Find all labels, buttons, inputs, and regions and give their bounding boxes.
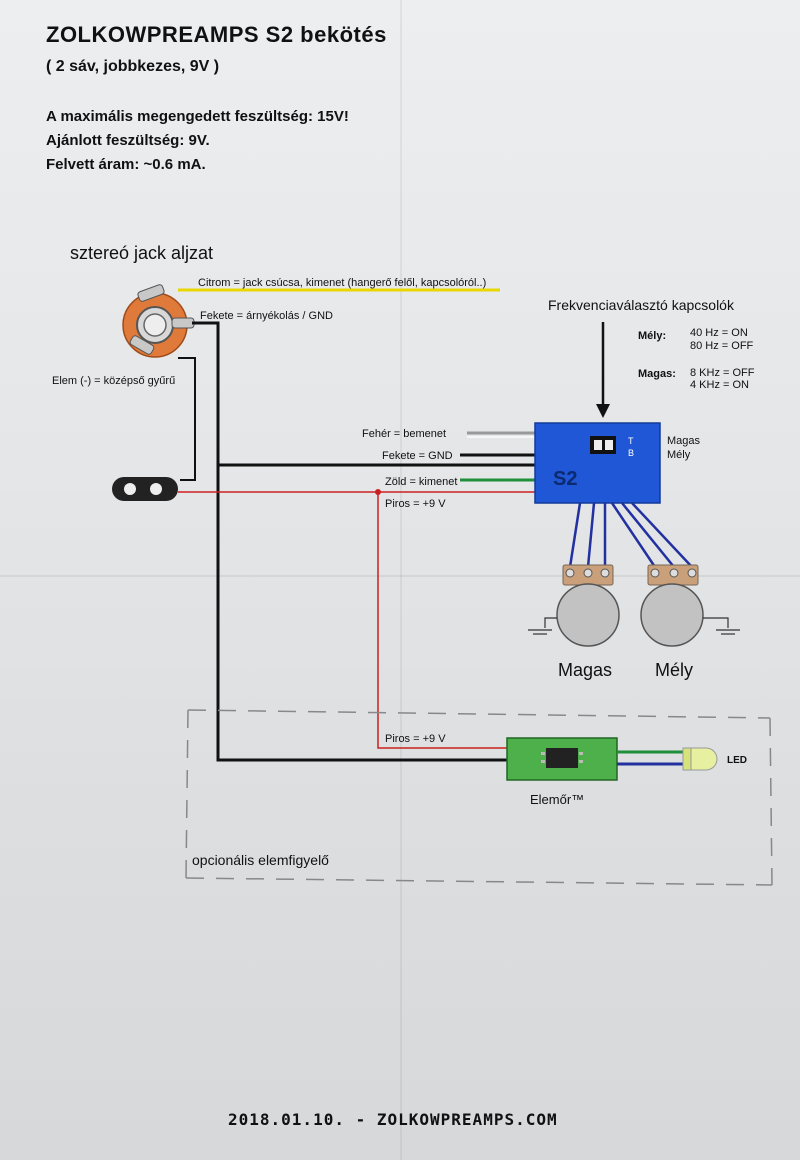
- optional-caption: opcionális elemfigyelő: [192, 852, 329, 868]
- optional-piros-label: Piros = +9 V: [385, 733, 446, 745]
- led-label: LED: [727, 755, 747, 766]
- ground-icon: [528, 617, 557, 635]
- magas-off-value: 8 KHz = OFF: [690, 367, 755, 379]
- magas-switch-label: Magas:: [638, 368, 676, 380]
- elem-minus-label: Elem (-) = középső gyűrű: [52, 375, 176, 387]
- paper-fold: [0, 575, 800, 577]
- piros-label: Piros = +9 V: [385, 498, 446, 510]
- fekete-label: Fekete = GND: [382, 450, 453, 462]
- mely-pot-label: Mély: [655, 660, 694, 680]
- jack-heading: sztereó jack aljzat: [70, 243, 214, 263]
- elemor-label: Elemőr™: [530, 792, 585, 807]
- magas-on-value: 4 KHz = ON: [690, 379, 749, 391]
- switch-b-label: B: [628, 448, 634, 458]
- wire-gnd-jack: [192, 321, 510, 762]
- feher-label: Fehér = bemenet: [362, 428, 447, 440]
- magas-pot: [556, 564, 620, 647]
- mely-switch-label: Mély:: [638, 330, 667, 342]
- spec-max-voltage: A maximális megengedett feszültség: 15V!: [46, 108, 349, 125]
- citrom-label: Citrom = jack csúcsa, kimenet (hangerő f…: [198, 277, 487, 289]
- arrow-head-icon: [596, 404, 610, 418]
- footer-text: 2018.01.10. - ZOLKOWPREAMPS.COM: [228, 1110, 558, 1129]
- spec-recommended-voltage: Ajánlott feszültség: 9V.: [46, 132, 210, 149]
- page-title: ZOLKOWPREAMPS S2 bekötés: [46, 22, 387, 47]
- switch-heading: Frekvenciaválasztó kapcsolók: [548, 297, 734, 313]
- mely-pot: [640, 564, 704, 647]
- led-icon: [682, 747, 718, 771]
- optional-dashed-box: [185, 709, 773, 886]
- jack-socket: [122, 284, 195, 358]
- battery-clip: [112, 477, 178, 501]
- wire-plus9v-elemor: [377, 492, 510, 749]
- pot-wires: [568, 502, 693, 568]
- magas-pot-label: Magas: [558, 660, 613, 680]
- board-name: S2: [553, 468, 577, 490]
- switch-t-label: T: [628, 436, 634, 446]
- wire-elem-minus: [178, 357, 196, 481]
- ground-icon: [703, 617, 740, 635]
- mely-off-value: 80 Hz = OFF: [690, 340, 754, 352]
- paper-fold: [400, 0, 402, 1160]
- s2-board: S2 T B: [534, 422, 661, 504]
- board-side-mely: Mély: [667, 449, 691, 461]
- fekete-gnd-label: Fekete = árnyékolás / GND: [200, 310, 333, 322]
- elemor-module: [506, 737, 618, 781]
- page-subtitle: ( 2 sáv, jobbkezes, 9V ): [46, 58, 220, 75]
- mely-on-value: 40 Hz = ON: [690, 327, 748, 339]
- zold-label: Zöld = kimenet: [385, 476, 458, 488]
- board-side-magas: Magas: [667, 435, 701, 447]
- spec-current: Felvett áram: ~0.6 mA.: [46, 156, 206, 173]
